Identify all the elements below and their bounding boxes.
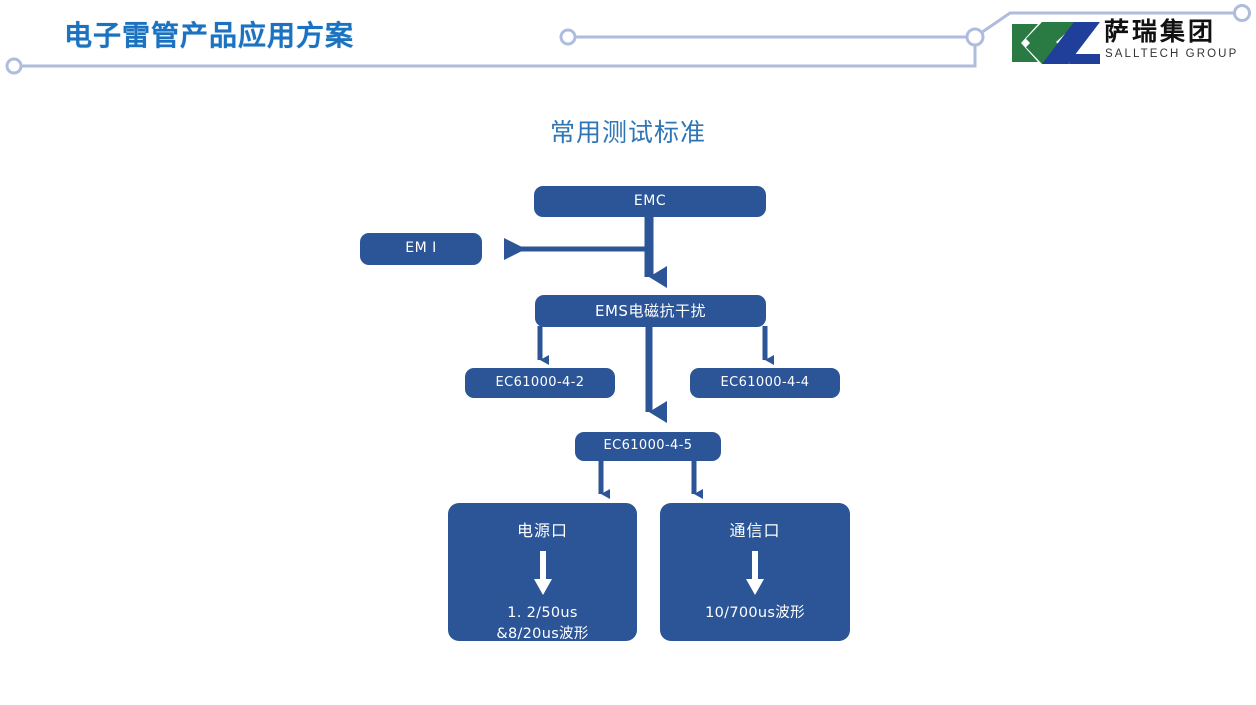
node-comm-port-label: 通信口 bbox=[729, 521, 781, 540]
node-ec61000-4-2-label: EC61000-4-2 bbox=[495, 374, 585, 390]
node-power-port-label: 电源口 bbox=[516, 521, 568, 540]
node-ec61000-4-4[interactable]: EC61000-4-4 bbox=[690, 368, 840, 398]
edge-emc-emi bbox=[504, 216, 652, 260]
node-ec61000-4-2[interactable]: EC61000-4-2 bbox=[465, 368, 615, 398]
down-arrow-icon bbox=[746, 551, 764, 595]
deco-circle-elbow bbox=[965, 27, 985, 47]
deco-circle-mid bbox=[559, 28, 577, 46]
deco-circle-right bbox=[1233, 4, 1251, 22]
logo-text: 萨瑞集团 SALLTECH GROUP bbox=[1104, 16, 1252, 68]
node-ec61000-4-5[interactable]: EC61000-4-5 bbox=[575, 432, 721, 461]
logo-name-en: SALLTECH GROUP bbox=[1105, 48, 1239, 60]
node-ec61000-4-4-label: EC61000-4-4 bbox=[720, 374, 810, 390]
slide-header: 电子雷管产品应用方案 萨瑞集团 SALLTECH GROUP bbox=[0, 0, 1256, 86]
node-comm-port[interactable]: 通信口 10/700us波形 bbox=[660, 503, 850, 641]
deco-circle-left bbox=[5, 57, 23, 75]
company-logo: 萨瑞集团 SALLTECH GROUP bbox=[1008, 16, 1248, 70]
node-emc[interactable]: EMC bbox=[534, 186, 766, 217]
node-comm-port-wave-1: 10/700us波形 bbox=[705, 605, 805, 621]
header-decoration-lines bbox=[5, 4, 1251, 75]
node-emi-label: EM I bbox=[405, 240, 437, 257]
node-ems-label: EMS电磁抗干扰 bbox=[595, 301, 706, 320]
down-arrow-icon bbox=[533, 551, 552, 595]
slide-title: 常用测试标准 bbox=[549, 118, 706, 147]
page-title: 电子雷管产品应用方案 bbox=[64, 20, 355, 51]
node-emi[interactable]: EM I bbox=[360, 233, 482, 265]
node-ems[interactable]: EMS电磁抗干扰 bbox=[535, 295, 766, 327]
node-emc-label: EMC bbox=[633, 192, 667, 209]
node-power-port-wave-1: 1. 2/50us bbox=[507, 605, 578, 621]
node-power-port[interactable]: 电源口 1. 2/50us &8/20us波形 bbox=[448, 503, 637, 642]
node-ec61000-4-5-label: EC61000-4-5 bbox=[603, 438, 693, 454]
logo-name-cn: 萨瑞集团 bbox=[1104, 17, 1217, 46]
node-power-port-wave-2: &8/20us波形 bbox=[496, 626, 589, 643]
salltech-logo-mark-icon bbox=[1010, 22, 1100, 64]
